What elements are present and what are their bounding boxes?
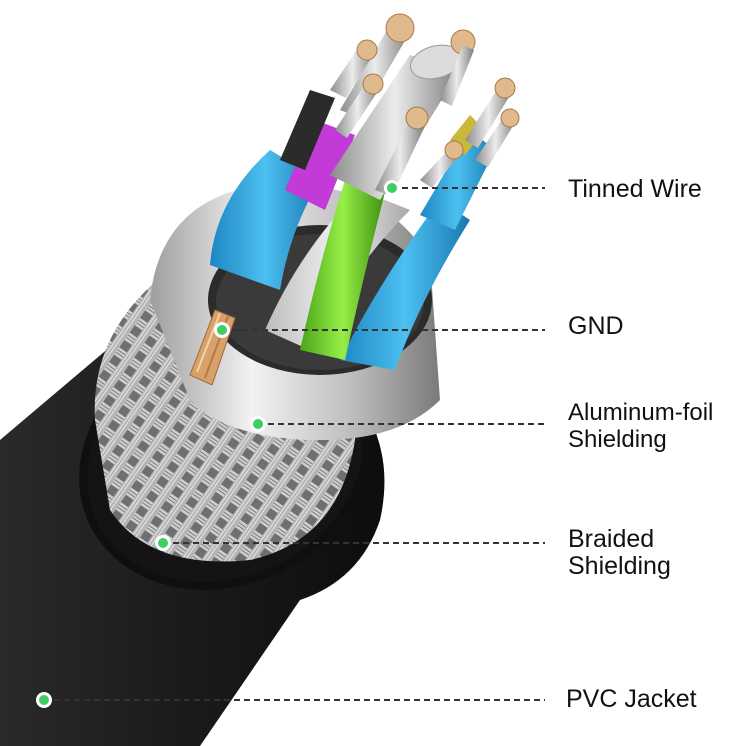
markers	[36, 180, 400, 708]
dot-marker-icon	[253, 419, 263, 429]
label-tinned-wire: Tinned Wire	[568, 175, 702, 203]
dot-marker-icon	[217, 325, 227, 335]
inner-wires	[189, 13, 520, 386]
leader-lines	[44, 187, 545, 701]
dot-marker-icon	[39, 695, 49, 705]
dot-marker-icon	[387, 183, 397, 193]
dot-marker-icon	[158, 538, 168, 548]
label-braided-shielding: Braided Shielding	[568, 525, 671, 580]
label-aluminum-foil-shielding: Aluminum-foil Shielding	[568, 399, 714, 453]
label-gnd: GND	[568, 312, 624, 340]
label-pvc-jacket: PVC Jacket	[566, 685, 697, 713]
